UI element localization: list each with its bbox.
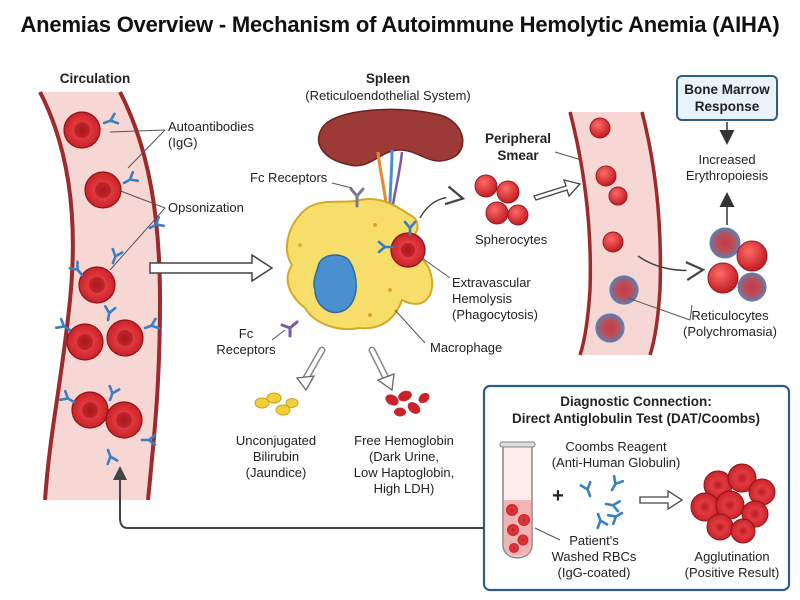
fc-receptors-left-label: Fc (239, 326, 254, 341)
agglutination-label: Agglutination (694, 549, 769, 564)
feedback-arrow (113, 466, 484, 529)
extravascular-label-sub: Hemolysis (452, 291, 512, 306)
bilirubin-label-sub: Bilirubin (253, 449, 299, 464)
smear-heading-sub: Smear (497, 148, 539, 163)
extravascular-callout: Extravascular Hemolysis (Phagocytosis) (421, 257, 538, 322)
circulation-heading: Circulation (60, 71, 131, 86)
fc-receptors-left-label-sub: Receptors (216, 342, 276, 357)
arrow-to-spleen (149, 253, 274, 283)
spleen-subheading: (Reticuloendothelial System) (305, 88, 470, 103)
arrow-to-smear (533, 179, 582, 201)
bone-marrow-box: Bone Marrow Response (676, 75, 778, 121)
opsonization-label: Opsonization (168, 200, 244, 215)
spherocytes-label: Spherocytes (475, 232, 548, 247)
rbc (78, 266, 116, 304)
patient-label-sub2: (IgG-coated) (558, 565, 631, 580)
bilirubin-label: Unconjugated (236, 433, 316, 448)
fc-receptor-icon (349, 187, 365, 208)
hemoglobin-label-sub3: High LDH) (374, 481, 435, 496)
hemoglobin-icon (385, 390, 430, 417)
fc-receptors-left-callout: Fc Receptors (216, 326, 286, 357)
extravascular-label: Extravascular (452, 275, 531, 290)
plus-sign: + (552, 485, 564, 507)
smear-heading: Peripheral (485, 131, 551, 146)
opsonization-callout: Opsonization (109, 189, 244, 271)
bilirubin-icon (254, 392, 299, 416)
coombs-label-sub: (Anti-Human Globulin) (552, 455, 681, 470)
rbc (105, 401, 143, 439)
macrophage (285, 198, 434, 331)
agglutination-label-sub: (Positive Result) (685, 565, 780, 580)
bilirubin-label-sub2: (Jaundice) (246, 465, 307, 480)
rbc (66, 323, 104, 361)
fc-receptors-top-callout: Fc Receptors (250, 170, 353, 189)
test-tube-icon (499, 441, 536, 559)
fc-receptors-top-label: Fc Receptors (250, 170, 328, 185)
macrophage-callout: Macrophage (394, 309, 502, 355)
fc-receptor-icon (280, 320, 299, 338)
rbc (84, 171, 122, 209)
arrow-to-hemoglobin (368, 346, 395, 392)
spherocytes (419, 174, 529, 226)
rbc (106, 319, 144, 357)
spleen-heading: Spleen (366, 71, 410, 86)
autoantibodies-callout: Autoantibodies (IgG) (109, 119, 255, 169)
diagnostic-subheading: Direct Antiglobulin Test (DAT/Coombs) (512, 411, 760, 426)
arrow-to-reticulocytes (637, 255, 706, 281)
bone-marrow-label: Bone Marrow (684, 82, 770, 97)
page-title: Anemias Overview - Mechanism of Autoimmu… (20, 12, 780, 37)
reticulocytes-label-sub: (Polychromasia) (683, 324, 777, 339)
spleen-organ (317, 108, 464, 206)
arrow-to-agglutination (639, 489, 684, 511)
coombs-label: Coombs Reagent (565, 439, 667, 454)
rbc (63, 111, 101, 149)
patient-label: Patient's (569, 533, 619, 548)
hemoglobin-label-sub2: Low Haptoglobin, (354, 465, 454, 480)
patient-label-sub: Washed RBCs (552, 549, 637, 564)
hemoglobin-label: Free Hemoglobin (354, 433, 454, 448)
diagnostic-heading: Diagnostic Connection: (560, 394, 712, 409)
rbc (71, 391, 109, 429)
macrophage-label: Macrophage (430, 340, 502, 355)
smear-cells (589, 117, 639, 343)
autoantibodies-label: Autoantibodies (168, 119, 255, 134)
arrow-to-bilirubin (295, 346, 326, 392)
diagnostic-panel (482, 384, 791, 592)
reticulocytes (707, 227, 768, 302)
reticulocytes-callout: Reticulocytes (Polychromasia) (627, 297, 777, 339)
autoantibodies-label-sub: (IgG) (168, 135, 198, 150)
bone-marrow-label-sub: Response (695, 99, 760, 114)
reticulocytes-label: Reticulocytes (691, 308, 769, 323)
increased-label-sub: Erythropoiesis (686, 168, 769, 183)
extravascular-label-sub2: (Phagocytosis) (452, 307, 538, 322)
hemoglobin-label-sub: (Dark Urine, (369, 449, 439, 464)
agglutination-cluster (690, 463, 776, 544)
patient-rbc-callout: Patient's Washed RBCs (IgG-coated) (534, 527, 637, 580)
increased-label: Increased (698, 152, 755, 167)
